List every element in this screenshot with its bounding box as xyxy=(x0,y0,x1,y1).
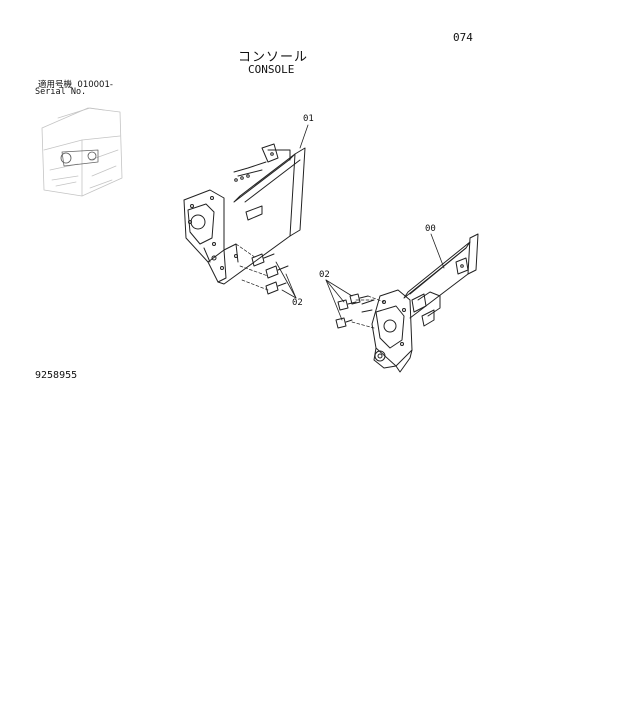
serial-range: 010001- xyxy=(77,80,113,90)
serial-label: Serial No. xyxy=(35,87,87,97)
console-frame-part-00 xyxy=(361,233,479,373)
serial-label-jp-text: 適用号機 xyxy=(38,80,73,90)
page-number: 074 xyxy=(453,31,473,44)
console-frame-part-01 xyxy=(183,143,306,285)
serial-label-japanese: 適用号機 010001- xyxy=(38,78,113,90)
assembly-guide-lines xyxy=(235,243,385,329)
callout-00: 00 xyxy=(425,224,436,234)
drawing-number: 9258955 xyxy=(35,370,78,381)
bolt-group-part-02-right xyxy=(335,293,369,329)
callout-02-left: 02 xyxy=(292,298,303,308)
page-title: CONSOLE xyxy=(248,63,295,76)
leader-lines xyxy=(275,124,445,321)
callout-02-right: 02 xyxy=(319,270,330,280)
machine-locator-thumbnail xyxy=(41,107,123,197)
callout-01: 01 xyxy=(303,114,314,124)
page-title-japanese: コンソール xyxy=(238,50,309,65)
